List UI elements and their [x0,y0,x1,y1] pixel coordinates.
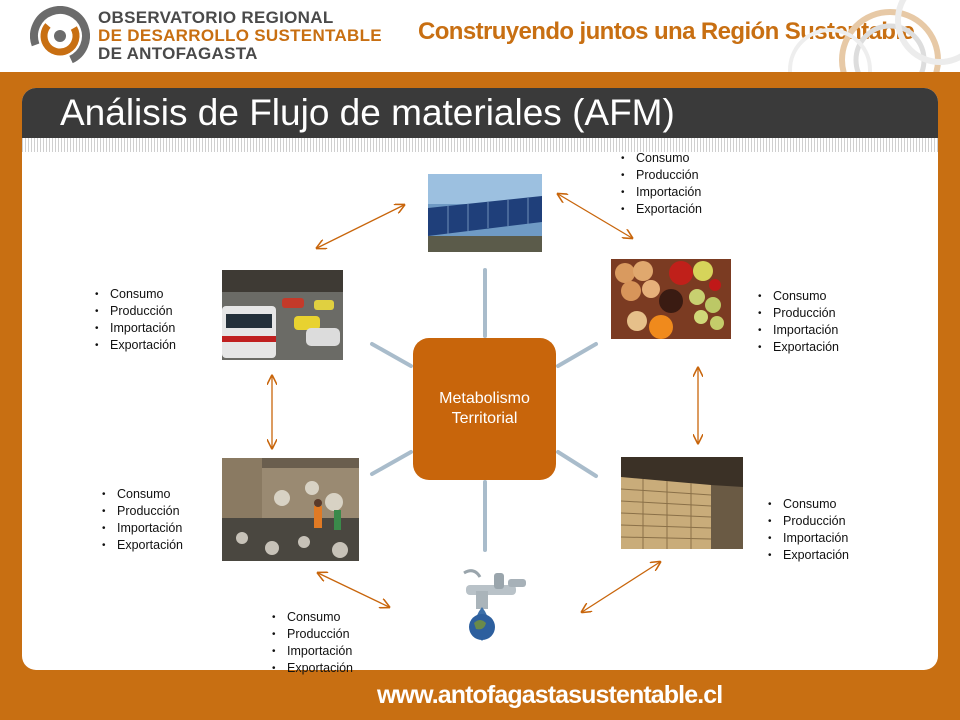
title-bar: Análisis de Flujo de materiales (AFM) [22,88,938,152]
solar-flows-list: Consumo Producción Importación Exportaci… [619,150,702,218]
decorative-arcs-icon [788,0,960,72]
list-item: Importación [270,643,353,660]
solar-panels-photo [428,174,542,252]
list-item: Consumo [619,150,702,167]
list-item: Importación [756,322,839,339]
water-flows-list: Consumo Producción Importación Exportaci… [270,609,353,677]
list-item: Importación [100,520,183,537]
traffic-photo [222,270,343,360]
list-item: Producción [270,626,353,643]
slide-title: Análisis de Flujo de materiales (AFM) [60,92,675,133]
list-item: Consumo [93,286,176,303]
wood-flows-list: Consumo Producción Importación Exportaci… [766,496,849,564]
footer-website-url: www.antofagastasustentable.cl [377,681,723,709]
list-item: Consumo [100,486,183,503]
org-name-line2: DE DESARROLLO SUSTENTABLE [98,26,382,45]
list-item: Exportación [100,537,183,554]
list-item: Importación [766,530,849,547]
header: OBSERVATORIO REGIONAL DE DESARROLLO SUST… [0,0,960,72]
center-label-line2: Territorial [451,410,518,427]
traffic-flows-list: Consumo Producción Importación Exportaci… [93,286,176,354]
waste-photo [222,458,359,561]
list-item: Exportación [619,201,702,218]
list-item: Producción [766,513,849,530]
list-item: Exportación [270,660,353,677]
list-item: Producción [756,305,839,322]
list-item: Consumo [756,288,839,305]
water-tap-globe-icon [458,565,528,645]
list-item: Exportación [756,339,839,356]
list-item: Consumo [766,496,849,513]
list-item: Producción [100,503,183,520]
waste-flows-list: Consumo Producción Importación Exportaci… [100,486,183,554]
lumber-photo [621,457,743,549]
center-label-line1: Metabolismo [439,390,530,407]
list-item: Exportación [766,547,849,564]
title-stripes [22,138,938,152]
list-item: Exportación [93,337,176,354]
center-node-metabolismo-territorial: Metabolismo Territorial [413,338,556,480]
org-name-line1: OBSERVATORIO REGIONAL [98,8,334,27]
food-photo [611,259,731,339]
list-item: Consumo [270,609,353,626]
list-item: Producción [93,303,176,320]
org-name-line3: DE ANTOFAGASTA [98,44,258,63]
food-flows-list: Consumo Producción Importación Exportaci… [756,288,839,356]
observatorio-logo-icon [30,6,90,66]
list-item: Importación [619,184,702,201]
list-item: Producción [619,167,702,184]
list-item: Importación [93,320,176,337]
